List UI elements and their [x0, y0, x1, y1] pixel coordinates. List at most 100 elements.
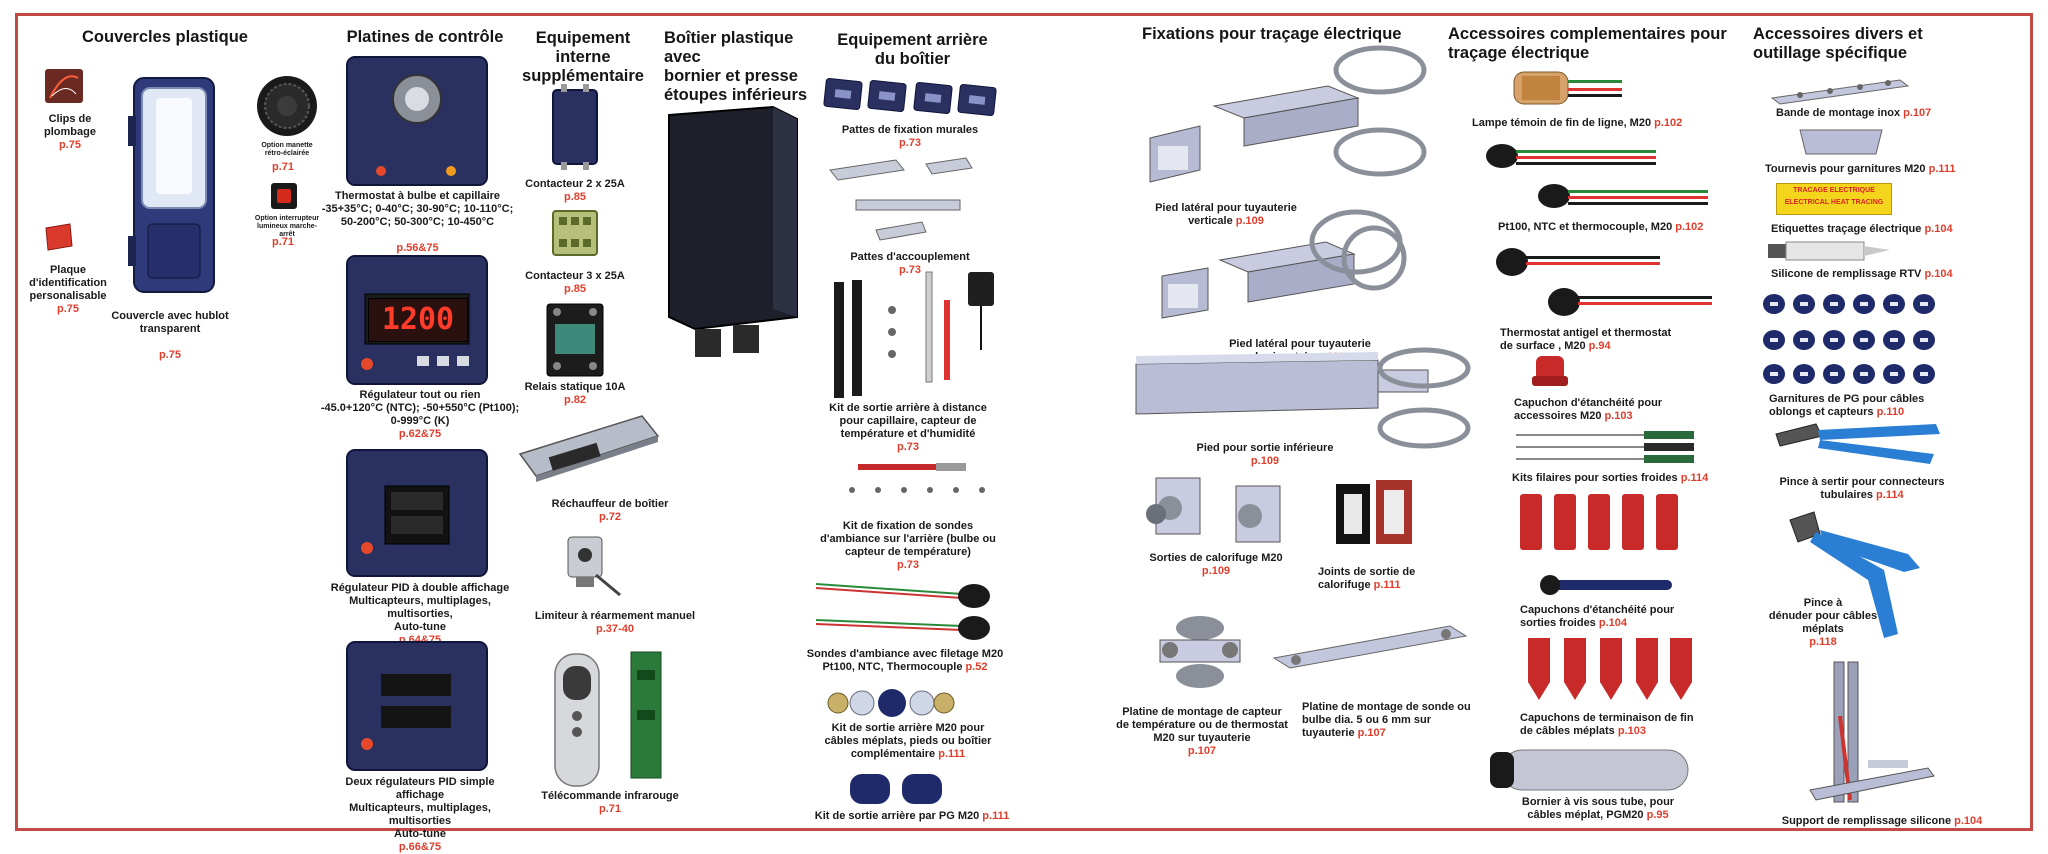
silicone-filling-support-icon [1809, 661, 1935, 803]
pid-single-display-plate-icon [346, 641, 488, 771]
page-switch-option: p.71 [272, 236, 295, 248]
heading-plastic-covers: Couvercles plastique [82, 28, 248, 46]
coupling-brackets-icon [829, 157, 973, 241]
static-relay-icon [546, 303, 604, 377]
pid-dual-display-plate-icon [346, 449, 488, 577]
sensor-mounting-plate-icon [1159, 616, 1241, 688]
probe-rear-fixing-kit-icon [849, 463, 985, 493]
switch-option-icon [271, 183, 297, 209]
caption-cold-lead-wire-kits: Kits filaires pour sorties froides p.114 [1512, 472, 1709, 484]
remote-outlet-kit-icon [834, 271, 994, 398]
ambient-probes-m20-icon [815, 583, 990, 640]
tube-terminal-block-icon [1490, 749, 1689, 791]
caption-silicone-filling-support: Support de remplissage silicone p.104 [1781, 815, 1983, 827]
cold-lead-wire-kits-icon [1516, 431, 1694, 463]
cold-lead-cap-cable-icon [1540, 575, 1672, 595]
page-knob-option: p.71 [272, 161, 295, 173]
knob-option-icon [257, 76, 317, 136]
end-of-line-lamp-icon [1513, 71, 1622, 105]
manual-reset-limiter-icon [567, 536, 621, 597]
heat-tracing-label: TRACAGE ELECTRIQUE ELECTRICAL HEAT TRACI… [1776, 183, 1892, 215]
pt100-thermocouple-icon [1486, 144, 1708, 208]
insulation-outlets-icon [1146, 477, 1281, 543]
caption-m20-gland-screwdriver: Tournevis pour garnitures M20 p.111 [1765, 163, 1956, 175]
heat-tracing-label-en: ELECTRICAL HEAT TRACING [1784, 199, 1884, 206]
caption-stainless-mounting-strip: Bande de montage inox p.107 [1776, 107, 1932, 119]
caption-end-of-line-lamp: Lampe témoin de fin de ligne, M20 p.102 [1472, 117, 1683, 129]
caption-rtv-silicone: Silicone de remplissage RTV p.104 [1771, 268, 1953, 280]
pg-m20-outlet-kit-icon [850, 774, 942, 804]
infrared-remote-icon [554, 651, 662, 787]
id-plate-icon [45, 223, 73, 251]
heading-electric-tracing-fixings: Fixations pour traçage électrique [1142, 25, 1402, 43]
rtv-silicone-tube-icon [1768, 241, 1890, 261]
caption-pg-m20-outlet-kit: Kit de sortie arrière par PG M20 p.111 [814, 810, 1010, 822]
catalog-frame [15, 13, 2033, 831]
pg-gland-seals-icon [1763, 294, 1935, 384]
sealing-cap-m20-icon [1532, 356, 1568, 386]
heat-tracing-label-fr: TRACAGE ELECTRIQUE [1793, 187, 1875, 194]
caption-on-off-regulator: Régulateur tout ou rien-45.0+120°C (NTC)… [320, 389, 520, 440]
heading-control-plates: Platines de contrôle [346, 28, 504, 46]
cold-lead-caps-icon [1520, 494, 1678, 550]
box-heater-icon [518, 415, 660, 482]
bottom-outlet-foot-icon [1135, 347, 1471, 449]
caption-bulb-thermostat: Thermostat à bulbe et capillaire-35+35°C… [321, 190, 514, 254]
contactor-3x25a-icon [552, 210, 598, 256]
lateral-foot-horizontal-icon [1161, 209, 1407, 319]
insulation-outlet-joints-icon [1336, 480, 1412, 544]
regulator-display: 1200 [368, 298, 468, 342]
caption-pt100-thermocouple: Pt100, NTC et thermocouple, M20 p.102 [1498, 221, 1704, 233]
wall-mounting-brackets-icon [823, 77, 997, 117]
antifreeze-thermostat-icon [1496, 248, 1712, 316]
probe-mounting-plate-icon [1272, 625, 1468, 669]
seal-clip-icon [45, 69, 83, 103]
bulb-thermostat-plate-icon [346, 56, 488, 186]
flat-cable-stripping-pliers-icon [1789, 511, 1920, 638]
stainless-mounting-strip-icon [1770, 79, 1910, 105]
flat-cable-outlet-kit-icon [827, 689, 955, 717]
tubular-crimping-pliers-icon [1775, 423, 1940, 464]
flat-cable-termination-caps-icon [1528, 638, 1692, 700]
m20-gland-screwdriver-icon [1799, 129, 1883, 155]
lateral-foot-vertical-icon [1149, 45, 1427, 183]
caption-heat-tracing-labels: Etiquettes traçage électrique p.104 [1771, 223, 1953, 235]
